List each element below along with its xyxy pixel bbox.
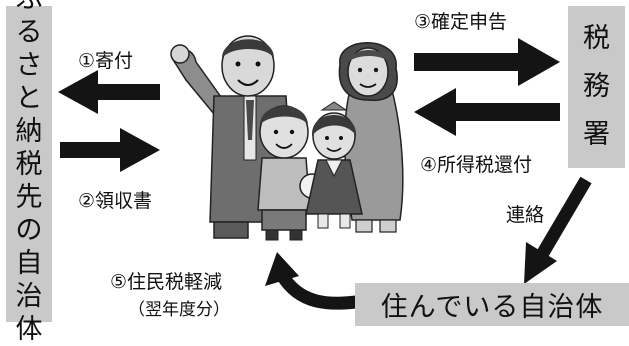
furusato-municipality-label: ふ る さ と 納 税 先 の 自 治 体 bbox=[16, 0, 43, 346]
furusato-char: 自 bbox=[15, 247, 43, 279]
arrow-kakutei bbox=[414, 38, 560, 86]
arrow-kanpu bbox=[414, 88, 560, 136]
tax-office-char: 務 bbox=[583, 71, 610, 102]
arrow-keigen bbox=[265, 252, 357, 310]
furusato-char: さ bbox=[15, 49, 43, 81]
furusato-char: 体 bbox=[15, 313, 43, 345]
tax-office-char: 署 bbox=[583, 119, 610, 150]
arrow-renraku bbox=[524, 176, 592, 284]
furusato-char: 治 bbox=[15, 280, 43, 312]
furusato-char: 納 bbox=[15, 115, 43, 147]
furusato-municipality-box: ふ る さ と 納 税 先 の 自 治 体 bbox=[6, 0, 52, 345]
furusato-char: 先 bbox=[15, 181, 43, 213]
notification-label: 連絡 bbox=[506, 204, 545, 226]
arrow-kifu bbox=[58, 70, 160, 114]
furusato-char: の bbox=[15, 214, 43, 246]
boy-figure bbox=[257, 105, 325, 241]
mother-figure bbox=[338, 42, 404, 233]
step-donation-label: ①寄付 bbox=[78, 50, 134, 72]
arrow-ryoshusho bbox=[60, 128, 160, 172]
family-illustration bbox=[170, 35, 404, 241]
furusato-char: 税 bbox=[15, 148, 43, 180]
furusato-char: ふ bbox=[16, 0, 43, 16]
tax-office-label: 税 務 署 bbox=[583, 15, 610, 159]
tax-office-char: 税 bbox=[583, 23, 610, 54]
tax-office-box: 税 務 署 bbox=[568, 6, 625, 168]
residence-municipality-label: 住んでいる自治体 bbox=[380, 292, 604, 323]
furusato-char: る bbox=[15, 16, 43, 48]
girl-figure bbox=[305, 101, 363, 229]
residence-municipality-box: 住んでいる自治体 bbox=[355, 283, 629, 326]
step-resident-tax-label: ⑤住民税軽減 bbox=[110, 271, 223, 293]
next-year-note: （翌年度分） bbox=[128, 300, 230, 320]
step-tax-return-label: ③確定申告 bbox=[414, 11, 508, 33]
diagram-graphics bbox=[58, 35, 592, 310]
step-refund-label: ④所得税還付 bbox=[420, 154, 533, 176]
step-receipt-label: ②領収書 bbox=[78, 190, 153, 212]
furusato-char: と bbox=[15, 82, 43, 114]
